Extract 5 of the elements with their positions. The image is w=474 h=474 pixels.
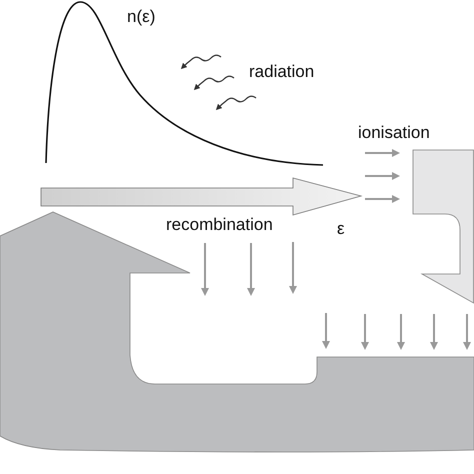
process-label: ionisation [358,124,430,141]
process-label: recombination [166,216,273,233]
axis-label: ε [337,220,345,237]
process-label: radiation [249,63,314,80]
distribution-label: n(ε) [127,8,156,25]
